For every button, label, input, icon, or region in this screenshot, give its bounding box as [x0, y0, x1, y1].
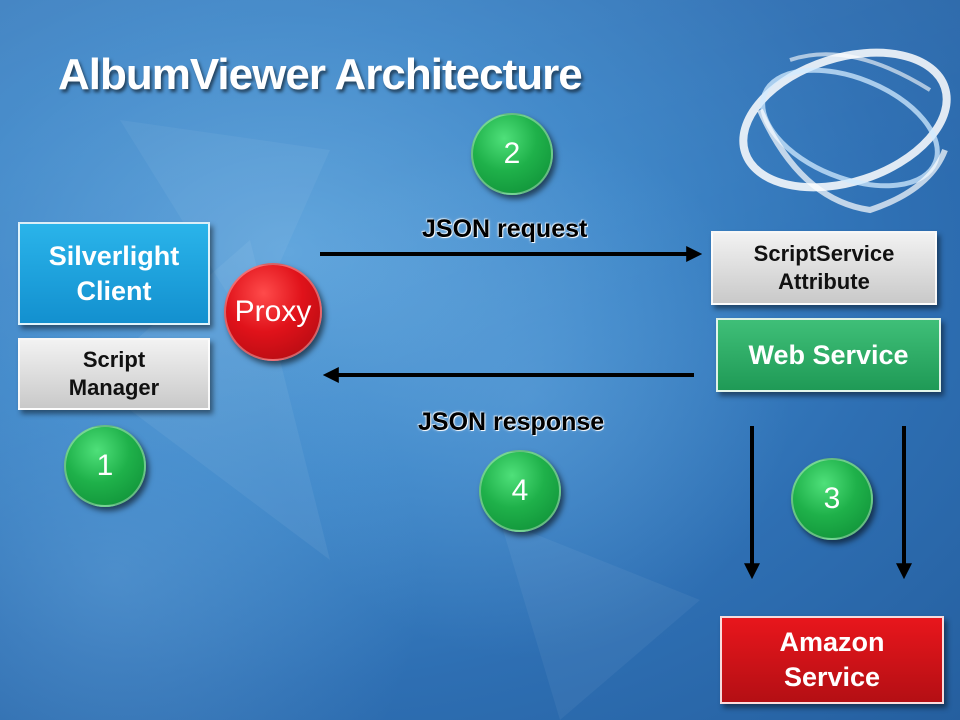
script-manager-line1: Script	[82, 346, 146, 372]
step-3-circle: 3	[791, 458, 873, 540]
script-service-attribute-box: ScriptService Attribute	[711, 231, 937, 305]
step-4-number: 4	[511, 474, 529, 507]
amazon-service-line2: Service	[783, 662, 881, 692]
step-4-circle: 4	[479, 450, 561, 532]
step-2-number: 2	[503, 137, 521, 170]
amazon-service-line1: Amazon	[779, 627, 885, 658]
proxy-label: Proxy	[234, 295, 312, 328]
page-title: AlbumViewer Architecture	[58, 50, 583, 99]
script-manager-box: Script Manager	[18, 338, 210, 410]
web-service-box: Web Service	[716, 318, 941, 392]
script-service-line1: ScriptService	[753, 240, 895, 266]
proxy-circle: Proxy	[224, 263, 322, 361]
script-manager-line2: Manager	[68, 375, 160, 400]
step-1-circle: 1	[64, 425, 146, 507]
json-response-label: JSON response	[418, 408, 605, 436]
web-service-label: Web Service	[748, 339, 909, 370]
silverlight-client-line2: Client	[76, 275, 152, 306]
step-2-circle: 2	[471, 113, 553, 195]
json-request-label: JSON request	[422, 215, 588, 243]
step-1-number: 1	[96, 449, 114, 482]
amazon-service-box: Amazon Service	[720, 616, 944, 704]
silverlight-client-box: Silverlight Client	[18, 222, 210, 325]
script-service-line2: Attribute	[778, 269, 870, 294]
step-3-number: 3	[823, 482, 841, 515]
silverlight-client-line1: Silverlight	[48, 240, 180, 271]
